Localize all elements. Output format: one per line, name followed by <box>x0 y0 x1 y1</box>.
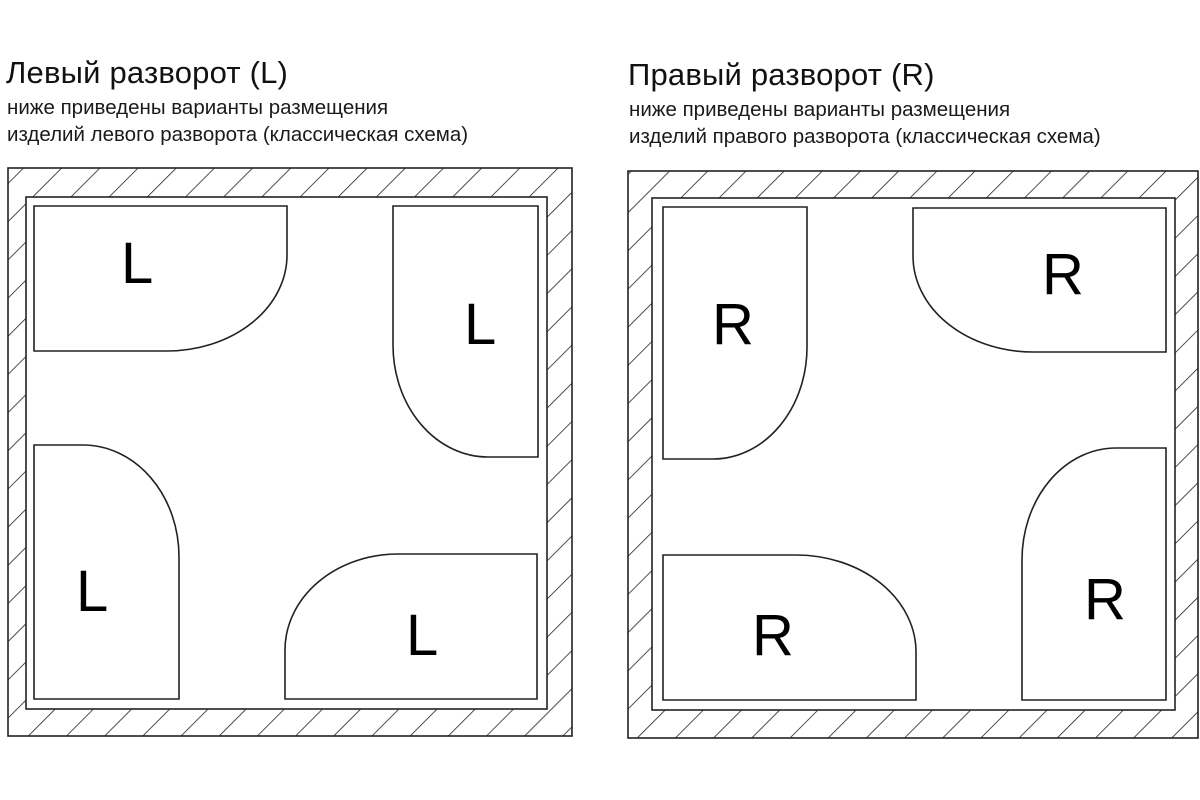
left-tub-bottom-left-label: L <box>76 559 108 624</box>
left-panel-subtitle-line1: ниже приведены варианты размещения <box>7 96 389 119</box>
right-tub-bottom-left-label: R <box>752 603 794 668</box>
left-tub-bottom-right-label: L <box>406 603 438 668</box>
left-tub-top-left <box>33 205 288 352</box>
left-tub-bottom-right <box>284 553 538 700</box>
left-tub-top-right <box>392 205 539 458</box>
right-room-outer-wall <box>627 170 1199 739</box>
right-tub-bottom-right-label: R <box>1084 567 1126 632</box>
left-panel-title: Левый разворот (L) <box>6 55 289 90</box>
left-tub-top-left-label: L <box>121 231 153 296</box>
left-room-outer-wall <box>7 167 573 737</box>
right-tub-bottom-right <box>1021 447 1167 701</box>
right-panel-subtitle-line1: ниже приведены варианты размещения <box>629 98 1011 121</box>
right-tub-top-right-label: R <box>1042 242 1084 307</box>
right-tub-top-left <box>662 206 808 460</box>
left-tub-bottom-left <box>33 444 180 700</box>
right-panel-subtitle-line2: изделий правого разворота (классическая … <box>629 125 1101 148</box>
left-room: L L L L <box>7 167 573 737</box>
right-tub-top-right <box>912 207 1167 353</box>
right-tub-bottom-left <box>662 554 917 701</box>
right-panel-title: Правый разворот (R) <box>628 57 935 92</box>
right-tub-top-left-label: R <box>712 292 754 357</box>
left-panel-subtitle-line2: изделий левого разворота (классическая с… <box>7 123 469 146</box>
left-tub-top-right-label: L <box>464 292 496 357</box>
right-room: R R R R <box>627 170 1199 739</box>
